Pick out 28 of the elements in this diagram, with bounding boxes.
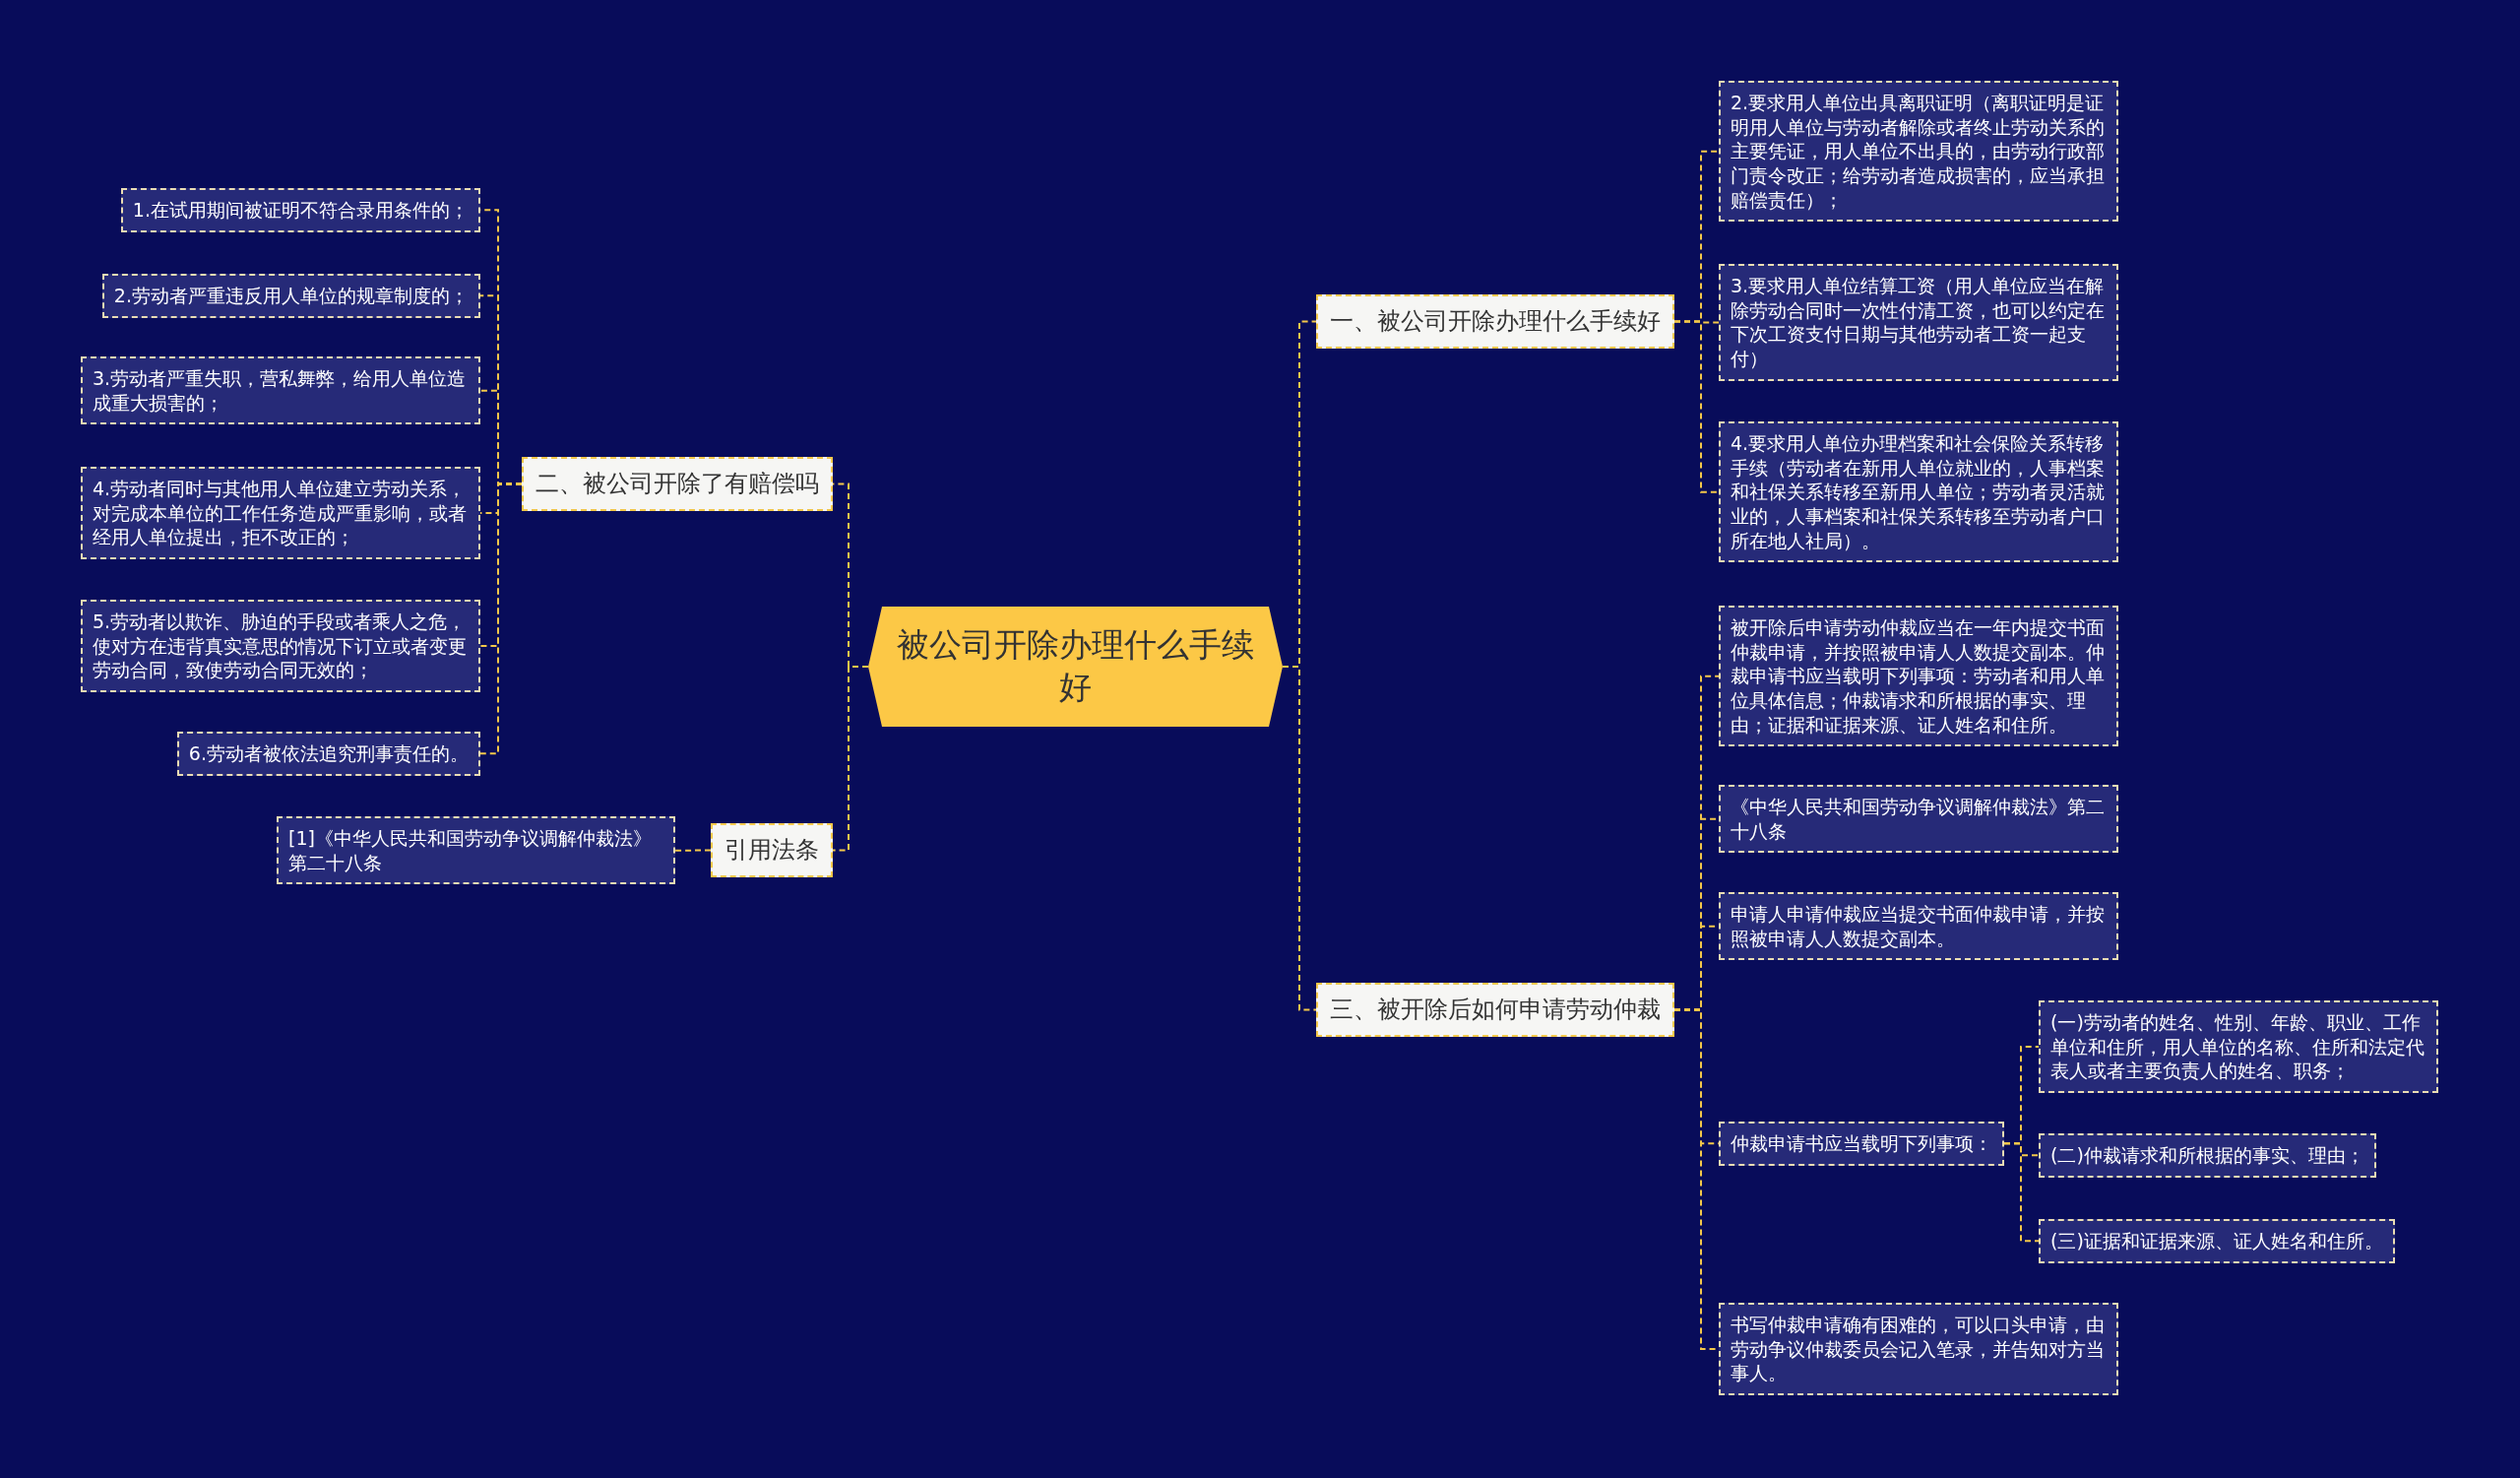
connector-line: [674, 849, 712, 852]
note-box: 4.要求用人单位办理档案和社会保险关系转移手续（劳动者在新用人单位就业的，人事档案和社保关系转移至新用人单位；劳动者灵活就业的，人事档案和社保关系转移至劳动者户口所在地人社局）。: [1719, 421, 2118, 563]
connector-line: [2003, 1142, 2040, 1243]
note-box: 2.要求用人单位出具离职证明（离职证明是证明用人单位与劳动者解除或者终止劳动关系的主要凭证，用人单位不出具的，由劳动行政部门责令改正；给劳动者造成损害的，应当承担赔偿责任）；: [1719, 81, 2118, 223]
note-box: (一)劳动者的姓名、性别、年龄、职业、工作单位和住所，用人单位的名称、住所和法定代表人或者主要负责人的姓名、职务；: [2039, 1000, 2438, 1094]
note-box: 《中华人民共和国劳动争议调解仲裁法》第二十八条: [1719, 785, 2118, 854]
note-box: 仲裁申请书应当载明下列事项：: [1719, 1122, 2004, 1166]
topic-box: 一、被公司开除办理什么手续好: [1316, 294, 1674, 350]
note-box: 1.在试用期间被证明不符合录用条件的；: [120, 188, 480, 232]
note-box: 2.劳动者严重违反用人单位的规章制度的；: [101, 274, 480, 318]
connector-line: [1673, 320, 1720, 493]
note-box: (二)仲裁请求和所根据的事实、理由；: [2039, 1133, 2376, 1178]
topic-box: 引用法条: [711, 823, 833, 878]
note-box: 3.劳动者严重失职，营私舞弊，给用人单位造成重大损害的；: [81, 356, 480, 425]
note-box: 3.要求用人单位结算工资（用人单位应当在解除劳动合同时一次性付清工资，也可以约定在下次工资支付日期与其他劳动者工资一起支付）: [1719, 264, 2118, 381]
connector-line: [832, 666, 869, 852]
note-box: [1]《中华人民共和国劳动争议调解仲裁法》第二十八条: [277, 816, 675, 885]
note-box: (三)证据和证据来源、证人姓名和住所。: [2039, 1219, 2395, 1263]
central-topic-hexagon: 被公司开除办理什么手续好: [868, 607, 1283, 727]
note-box: 5.劳动者以欺诈、胁迫的手段或者乘人之危，使对方在违背真实意思的情况下订立或者变更劳动合同，致使劳动合同无效的；: [81, 600, 480, 693]
note-box: 4.劳动者同时与其他用人单位建立劳动关系，对完成本单位的工作任务造成严重影响，或者经用人单位提出，拒不改正的；: [81, 467, 480, 560]
topic-box: 三、被开除后如何申请劳动仲裁: [1316, 983, 1674, 1038]
topic-box: 二、被公司开除了有赔偿吗: [522, 457, 833, 512]
note-box: 被开除后申请劳动仲裁应当在一年内提交书面仲裁申请，并按照被申请人人数提交副本。仲裁申请书应当载明下列事项：劳动者和用人单位具体信息；仲裁请求和所根据的事实、理由；证据和证据来源、证人姓名和住所。: [1719, 606, 2118, 747]
note-box: 申请人申请仲裁应当提交书面仲裁申请，并按照被申请人人数提交副本。: [1719, 892, 2118, 961]
connector-line: [479, 482, 523, 755]
note-box: 6.劳动者被依法追究刑事责任的。: [176, 732, 480, 776]
note-box: 书写仲裁申请确有困难的，可以口头申请，由劳动争议仲裁委员会记入笔录，并告知对方当事人。: [1719, 1303, 2118, 1396]
